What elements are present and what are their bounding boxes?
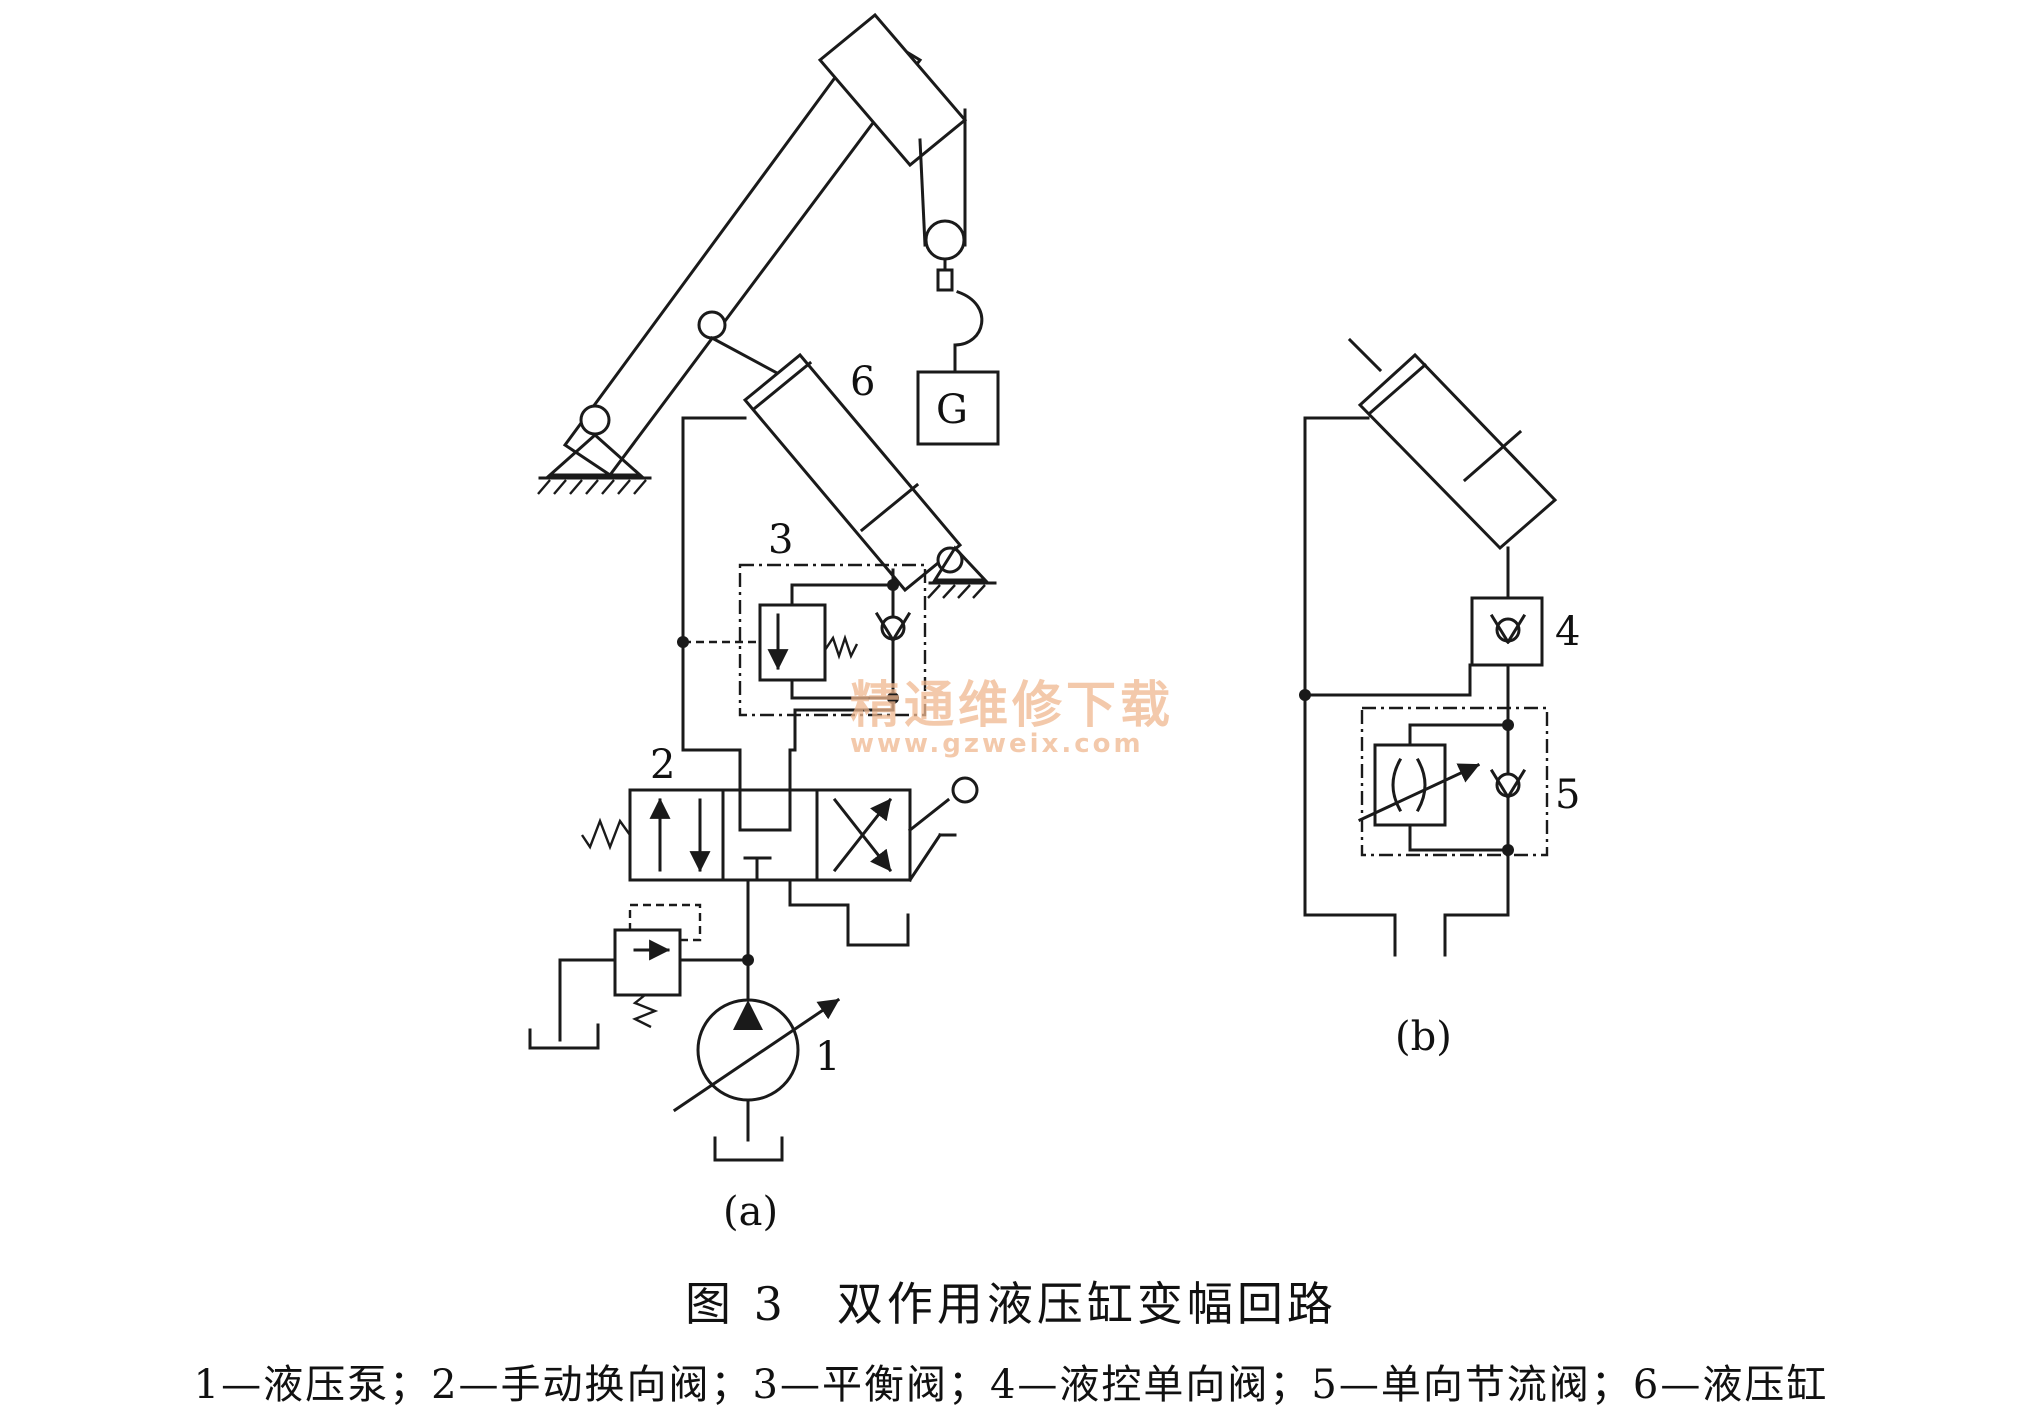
- hydraulic-cylinder-a: 6: [709, 335, 997, 599]
- watermark-url: www.gzweix.com: [850, 729, 1144, 759]
- manual-directional-valve: 2: [581, 742, 979, 883]
- figure-title: 图 3 双作用液压缸变幅回路: [685, 1277, 1337, 1331]
- subfigure-a-label: (a): [723, 1189, 778, 1235]
- throttle-check-valve: 5: [1358, 706, 1580, 857]
- watermark-text: 精通维修下载: [850, 676, 1174, 734]
- hydraulic-lines-a: [677, 416, 895, 792]
- balance-valve: 3: [683, 517, 927, 717]
- hydraulic-lines-b: [1299, 416, 1510, 957]
- pump-label: 1: [815, 1034, 840, 1080]
- manual-valve-label: 2: [650, 742, 675, 788]
- throttle-check-valve-label: 5: [1555, 772, 1580, 818]
- figure-legend: 1—液压泵；2—手动换向阀；3—平衡阀；4—液控单向阀；5—单向节流阀；6—液压…: [193, 1362, 1829, 1408]
- load-label: G: [936, 387, 968, 433]
- pump-and-relief: 1: [528, 878, 840, 1162]
- hydraulic-cylinder-b: [1347, 337, 1558, 551]
- cylinder-label: 6: [850, 359, 875, 405]
- hoist-rope-and-hook: G: [916, 108, 1000, 446]
- balance-valve-label: 3: [768, 517, 793, 563]
- tank-valve: [788, 878, 910, 947]
- crane-boom: [537, 12, 968, 495]
- pilot-check-valve: 4: [1470, 596, 1580, 667]
- pilot-check-valve-label: 4: [1555, 609, 1580, 655]
- subfigure-b-label: (b): [1395, 1014, 1452, 1060]
